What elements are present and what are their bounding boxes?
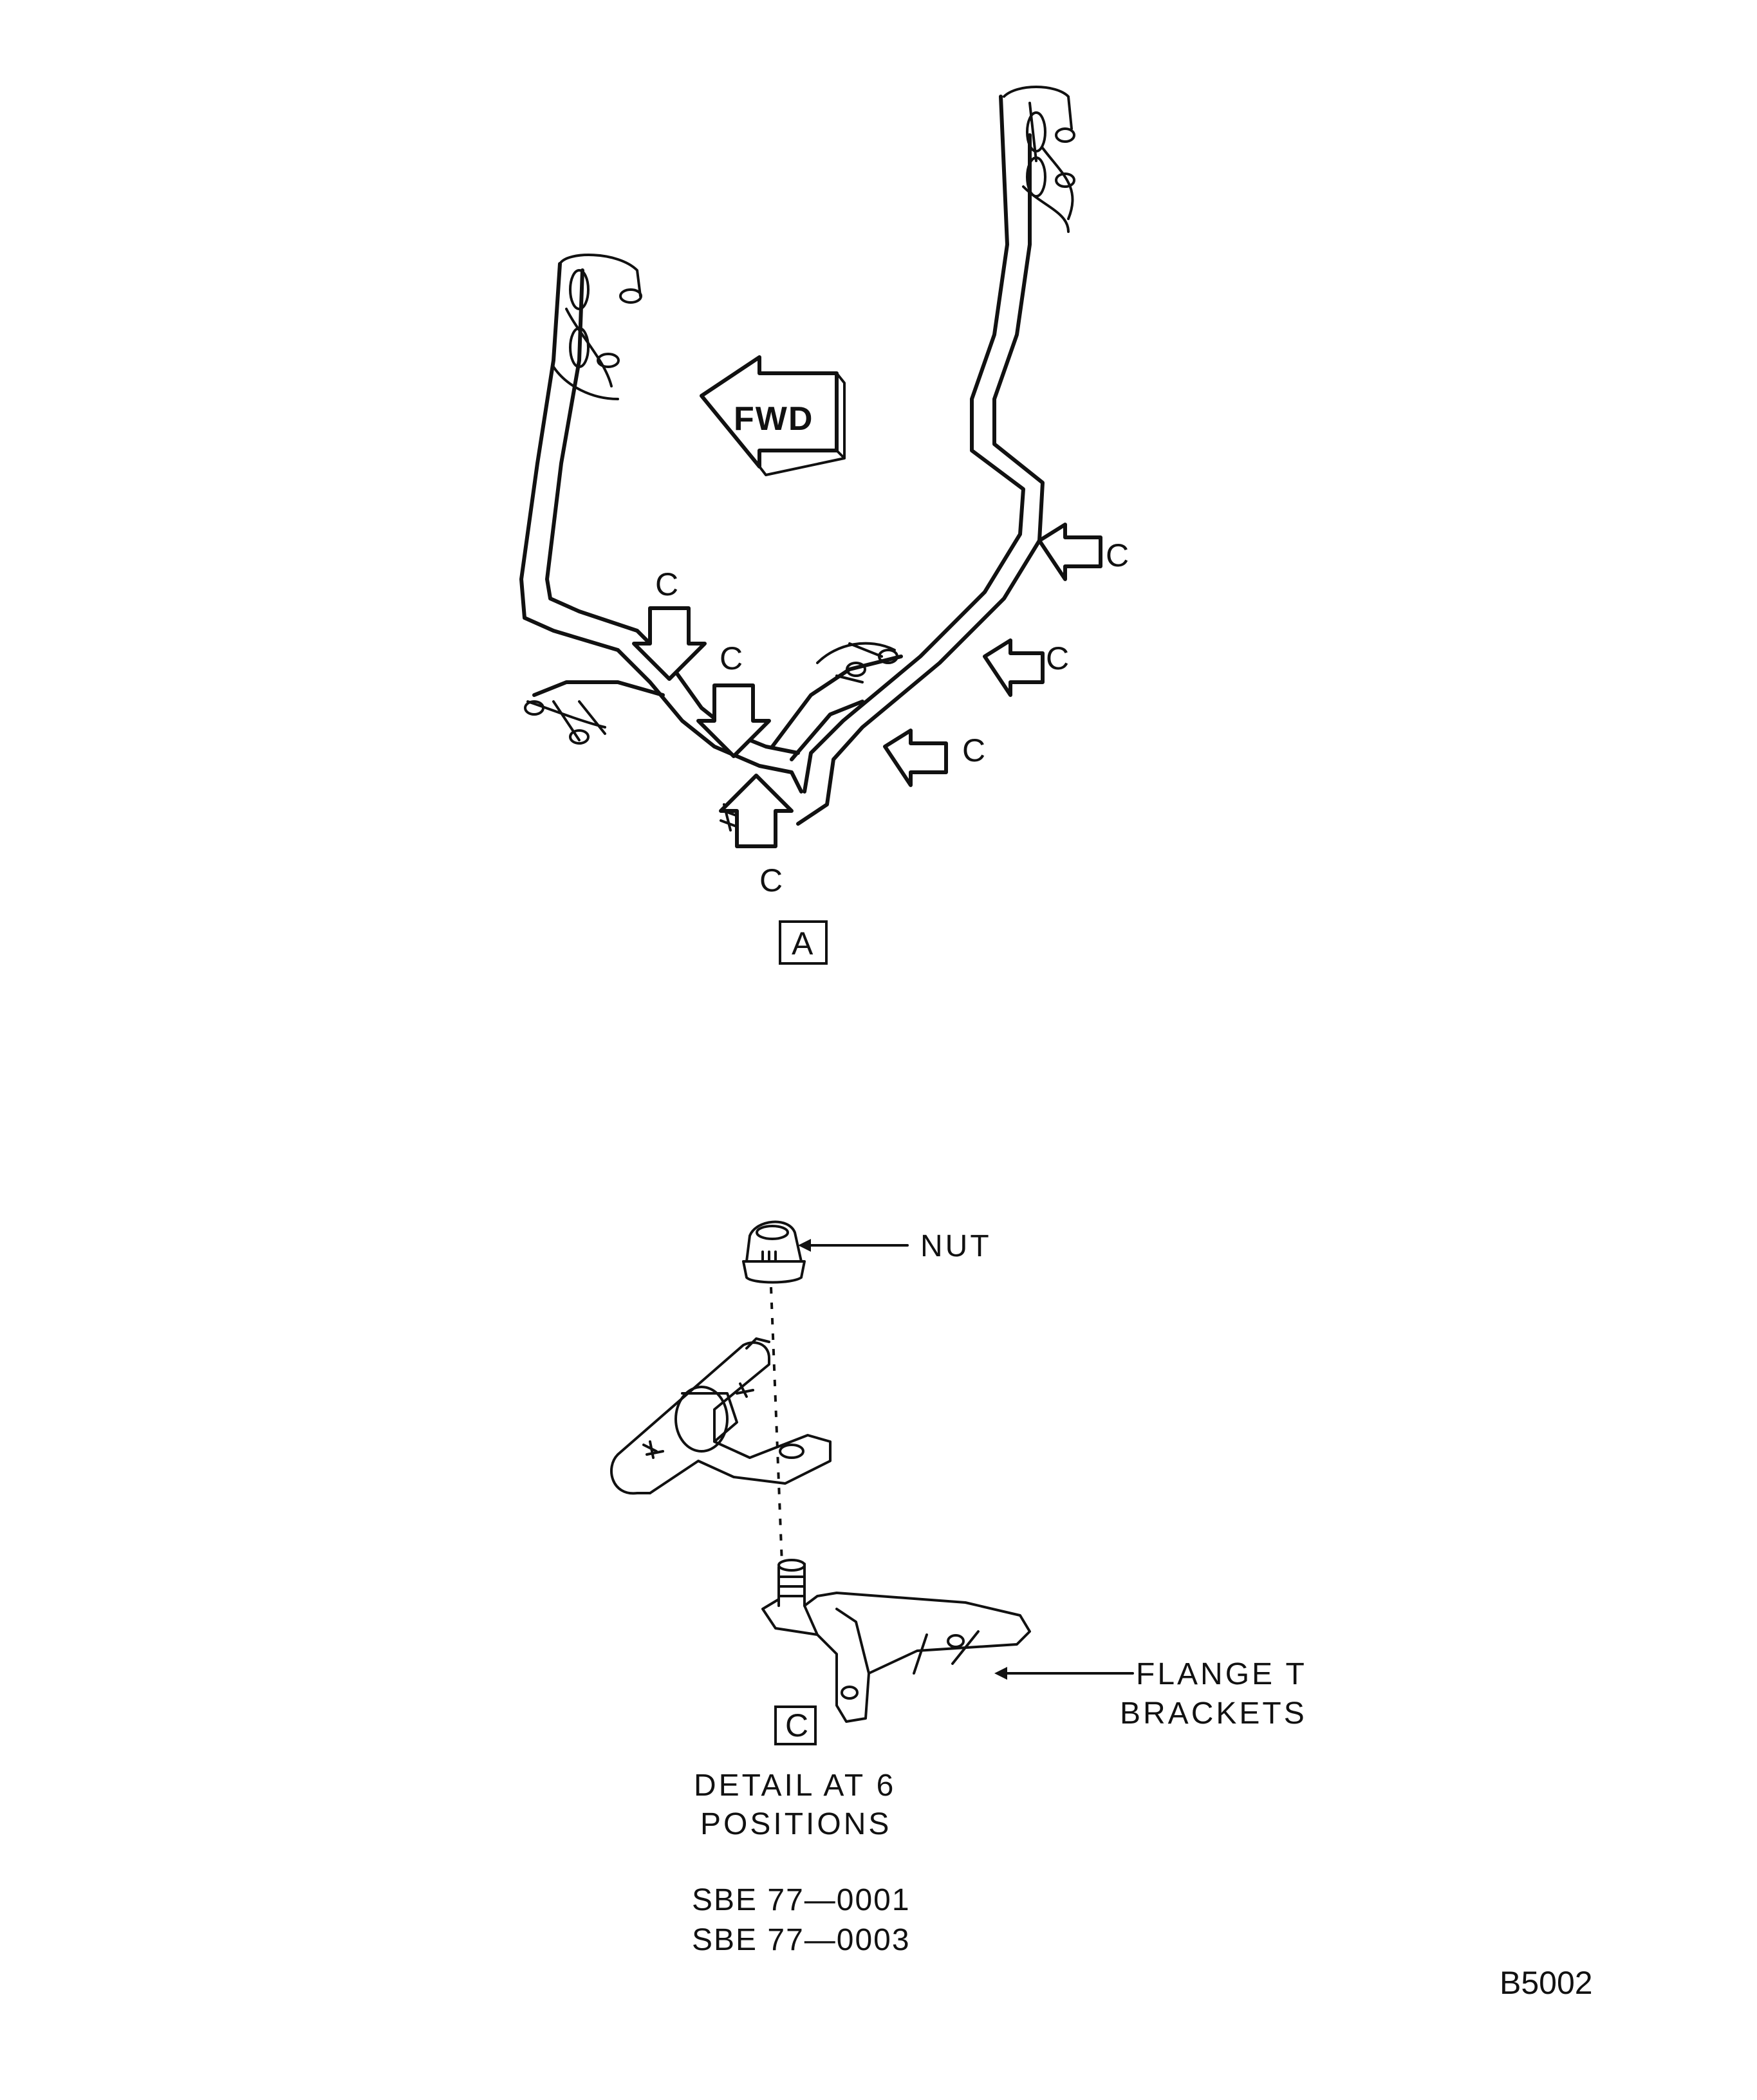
callout-label-c: C (1106, 537, 1129, 573)
nut-label: NUT (920, 1229, 992, 1263)
tube-clamp-bracket (610, 1337, 832, 1495)
flange-t-bracket (761, 1592, 1031, 1723)
alignment-line (770, 1287, 783, 1565)
bracket-label-line2: BRACKETS (1120, 1696, 1307, 1731)
reference-line1: SBE 77—0001 (692, 1883, 911, 1917)
svg-text:A: A (792, 925, 813, 962)
reference-line2: SBE 77—0003 (692, 1923, 911, 1957)
detail-caption-line1: DETAIL AT 6 (694, 1769, 896, 1803)
callout-arrow-6: C (719, 774, 794, 898)
callout-arrow-3: C (1037, 523, 1129, 581)
callout-arrow-1: C (632, 566, 707, 681)
detail-caption-line2: POSITIONS (700, 1807, 891, 1841)
svg-text:C: C (785, 1707, 808, 1743)
stud (777, 1559, 806, 1607)
callout-label-c: C (962, 732, 985, 768)
callout-arrow-4: C (983, 638, 1069, 697)
callout-label-c: C (655, 566, 678, 602)
view-a-label: A (779, 920, 828, 965)
tube-assembly (519, 86, 1075, 832)
nut (742, 1220, 806, 1284)
callout-label-c: C (759, 862, 783, 898)
callout-label-c: C (720, 640, 743, 676)
forward-arrow: FWD (700, 355, 846, 476)
bracket-label-line1: FLANGE T (1136, 1657, 1307, 1691)
figure-id: B5002 (1500, 1965, 1593, 2001)
detail-c-label: C (774, 1705, 817, 1745)
callout-arrow-5: C (883, 729, 985, 787)
callout-arrow-2: C (696, 640, 771, 758)
fwd-label: FWD (734, 400, 813, 438)
callout-label-c: C (1046, 640, 1069, 676)
